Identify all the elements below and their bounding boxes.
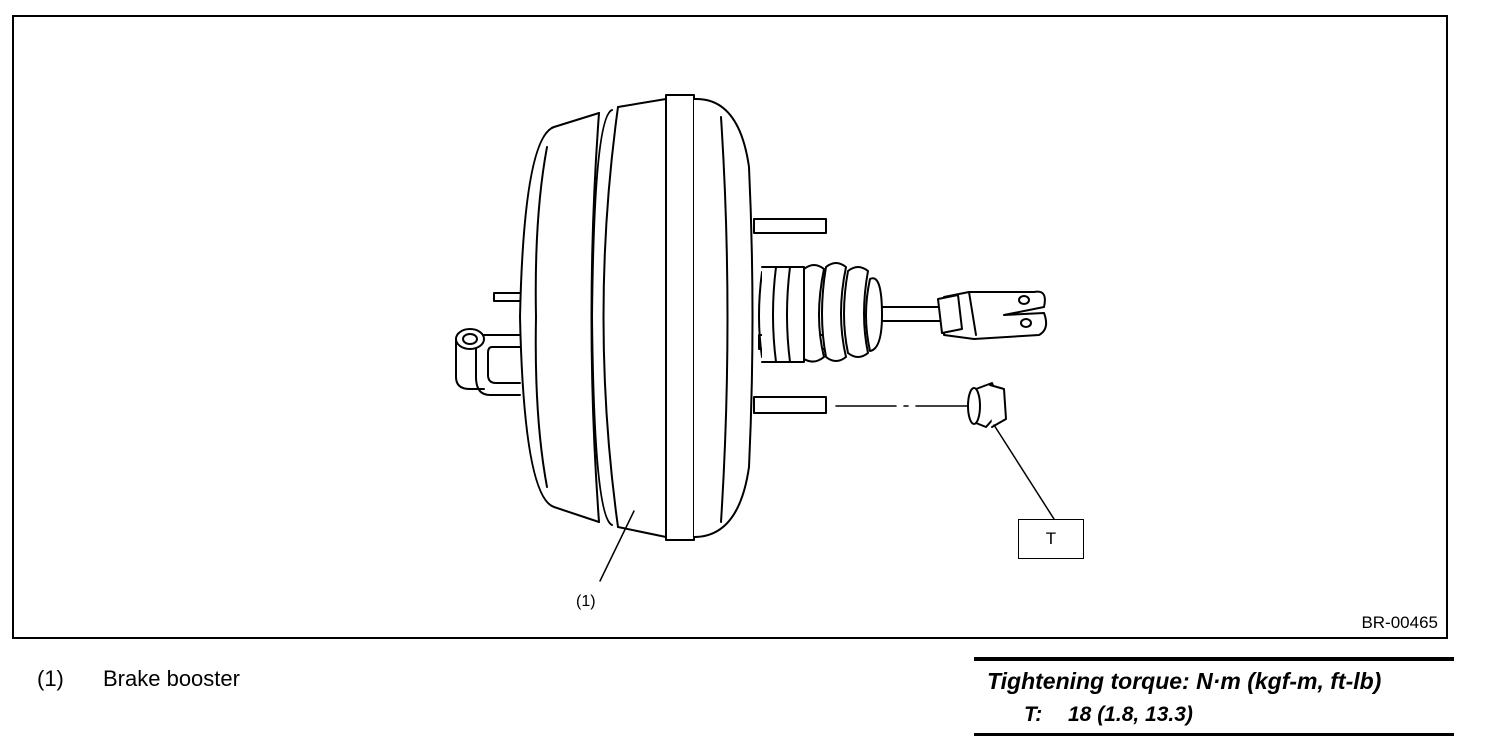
callout-part-label: (1) <box>576 593 596 610</box>
torque-row: T: 18 (1.8, 13.3) <box>974 695 1454 727</box>
booster-front-shell <box>693 97 754 538</box>
booster-band <box>590 98 667 538</box>
booster-rear-shell <box>519 112 600 523</box>
leader-line-torque <box>993 424 1055 520</box>
push-rod-boot <box>758 262 883 363</box>
legend: (1) Brake booster <box>37 666 240 692</box>
torque-title: Tightening torque: N·m (kgf-m, ft-lb) <box>987 668 1382 694</box>
torque-bottom-rule <box>974 733 1454 736</box>
leader-line-part <box>599 510 635 582</box>
torque-top-rule <box>974 657 1454 661</box>
torque-key: T: <box>1024 703 1043 726</box>
torque-value: 18 (1.8, 13.3) <box>1068 703 1193 726</box>
diagram-frame: (1) T BR-00465 <box>12 15 1448 639</box>
torque-spec-table: Tightening torque: N·m (kgf-m, ft-lb) T:… <box>974 657 1454 736</box>
legend-number: (1) <box>37 666 64 691</box>
vacuum-fitting <box>455 292 523 396</box>
figure-id: BR-00465 <box>1361 613 1438 632</box>
push-rod-clevis <box>881 290 1048 340</box>
legend-label: Brake booster <box>103 666 240 691</box>
brake-booster-drawing <box>455 94 1055 582</box>
callout-torque-box: T <box>1018 519 1084 559</box>
flange-nut <box>835 382 1007 428</box>
clamp-ring <box>665 94 695 541</box>
